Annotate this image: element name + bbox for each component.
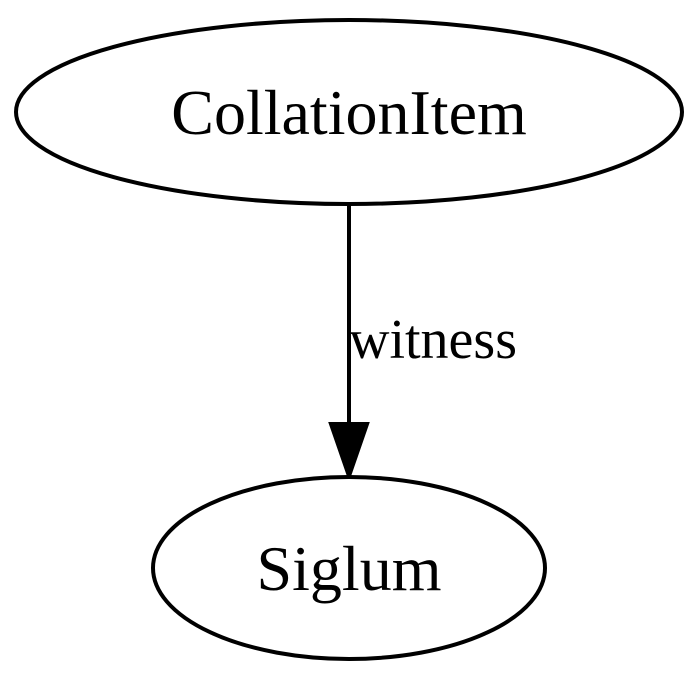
node-siglum-label: Siglum: [257, 533, 442, 604]
edge-witness-arrowhead: [328, 422, 370, 483]
node-collation-item: CollationItem: [14, 18, 684, 206]
node-siglum: Siglum: [151, 475, 547, 661]
node-collation-item-label: CollationItem: [171, 77, 527, 148]
edge-witness-label: witness: [349, 309, 517, 371]
node-siglum-shape: [151, 475, 547, 661]
edge-witness: witness: [328, 204, 517, 483]
